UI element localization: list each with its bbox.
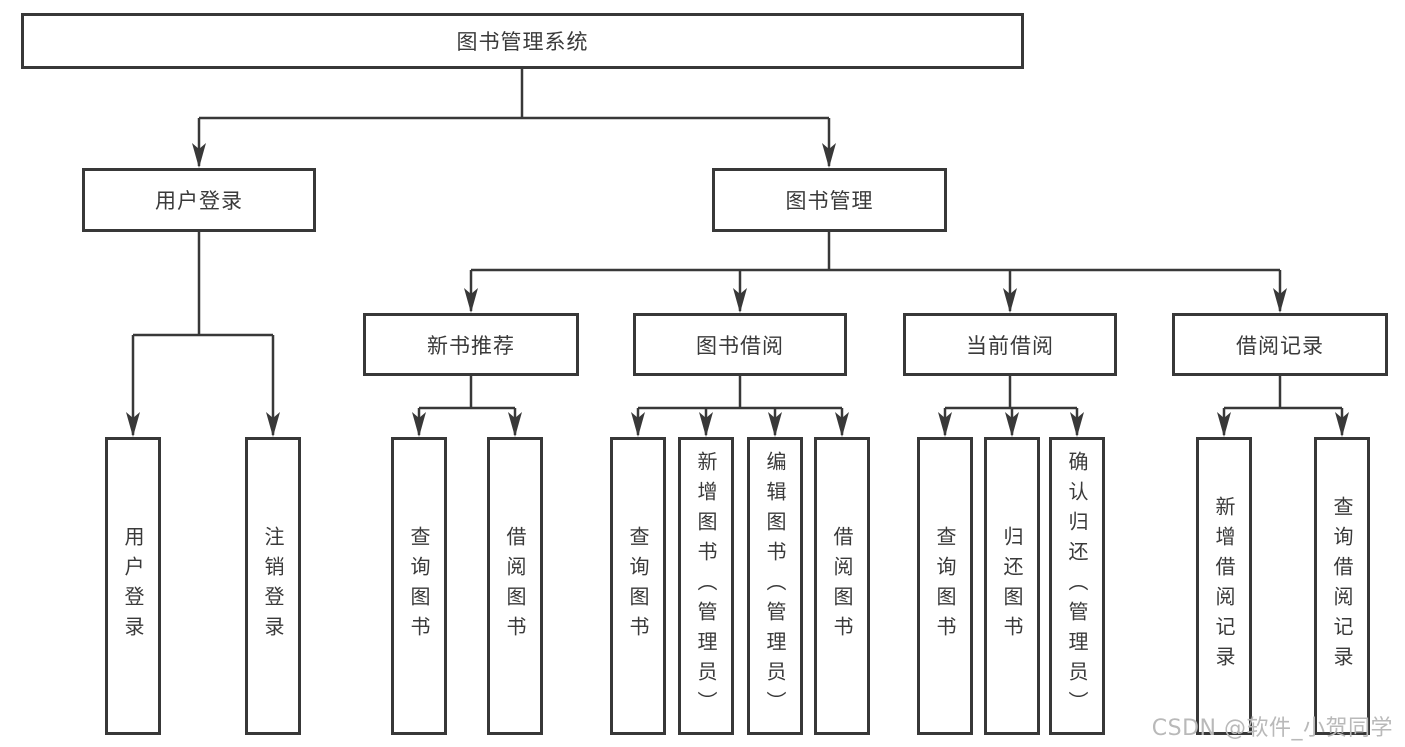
arrow-head [464, 288, 478, 313]
arrow-head [733, 288, 747, 313]
leaf-label: 查询图书 [407, 526, 431, 646]
node-leaf-borrow-books-borrowing: 借阅图书 [814, 437, 870, 735]
leaf-label: 查询图书 [626, 526, 650, 646]
arrow-head [192, 143, 206, 168]
arrow-head [1335, 412, 1349, 437]
leaf-label: 借阅图书 [503, 526, 527, 646]
arrow-head [1070, 412, 1084, 437]
arrow-head [412, 412, 426, 437]
arrow-head [508, 412, 522, 437]
arrow-head [1217, 412, 1231, 437]
arrow-head [631, 412, 645, 437]
csdn-watermark: CSDN @软件_小贺同学 [1151, 716, 1393, 741]
leaf-label: 用户登录 [121, 526, 145, 646]
node-user-login-label: 用户登录 [155, 189, 243, 213]
leaf-label: 注销登录 [261, 526, 285, 646]
node-book-borrowing-label: 图书借阅 [696, 333, 784, 358]
node-leaf-user-login: 用户登录 [105, 437, 161, 735]
node-leaf-return-books: 归还图书 [984, 437, 1040, 735]
node-user-login: 用户登录 [82, 168, 316, 232]
node-borrowing-records: 借阅记录 [1172, 313, 1388, 376]
node-new-book-recommend: 新书推荐 [363, 313, 579, 376]
node-leaf-query-books-current: 查询图书 [917, 437, 973, 735]
leaf-label: 查询借阅记录 [1330, 496, 1354, 676]
leaf-label: 编辑图书（管理员） [763, 451, 787, 721]
arrow-head [822, 143, 836, 168]
arrow-head [835, 412, 849, 437]
leaf-label: 新增图书（管理员） [694, 451, 718, 721]
arrow-head [1273, 288, 1287, 313]
node-leaf-query-books-recommend: 查询图书 [391, 437, 447, 735]
node-root: 图书管理系统 [21, 13, 1024, 69]
arrow-head [266, 412, 280, 437]
node-current-borrowing: 当前借阅 [903, 313, 1117, 376]
node-leaf-add-borrow-record: 新增借阅记录 [1196, 437, 1252, 735]
node-leaf-add-books-admin: 新增图书（管理员） [678, 437, 734, 735]
node-root-label: 图书管理系统 [456, 30, 589, 54]
node-book-management: 图书管理 [712, 168, 947, 232]
arrow-head [768, 412, 782, 437]
node-current-borrowing-label: 当前借阅 [966, 333, 1054, 358]
leaf-label: 新增借阅记录 [1212, 496, 1236, 676]
leaf-label: 借阅图书 [830, 526, 854, 646]
node-borrowing-records-label: 借阅记录 [1236, 333, 1324, 358]
node-new-book-recommend-label: 新书推荐 [427, 333, 515, 358]
arrow-head [699, 412, 713, 437]
node-leaf-query-borrow-record: 查询借阅记录 [1314, 437, 1370, 735]
node-leaf-borrow-books-recommend: 借阅图书 [487, 437, 543, 735]
leaf-label: 归还图书 [1000, 526, 1024, 646]
leaf-label: 查询图书 [933, 526, 957, 646]
node-leaf-logout: 注销登录 [245, 437, 301, 735]
arrow-head [938, 412, 952, 437]
leaf-label: 确认归还（管理员） [1065, 451, 1089, 721]
node-book-borrowing: 图书借阅 [633, 313, 847, 376]
node-book-management-label: 图书管理 [785, 189, 874, 213]
arrow-head [1005, 412, 1019, 437]
node-leaf-confirm-return-admin: 确认归还（管理员） [1049, 437, 1105, 735]
arrow-head [1003, 288, 1017, 313]
node-leaf-query-books-borrowing: 查询图书 [610, 437, 666, 735]
arrow-head [126, 412, 140, 437]
node-leaf-edit-books-admin: 编辑图书（管理员） [747, 437, 803, 735]
